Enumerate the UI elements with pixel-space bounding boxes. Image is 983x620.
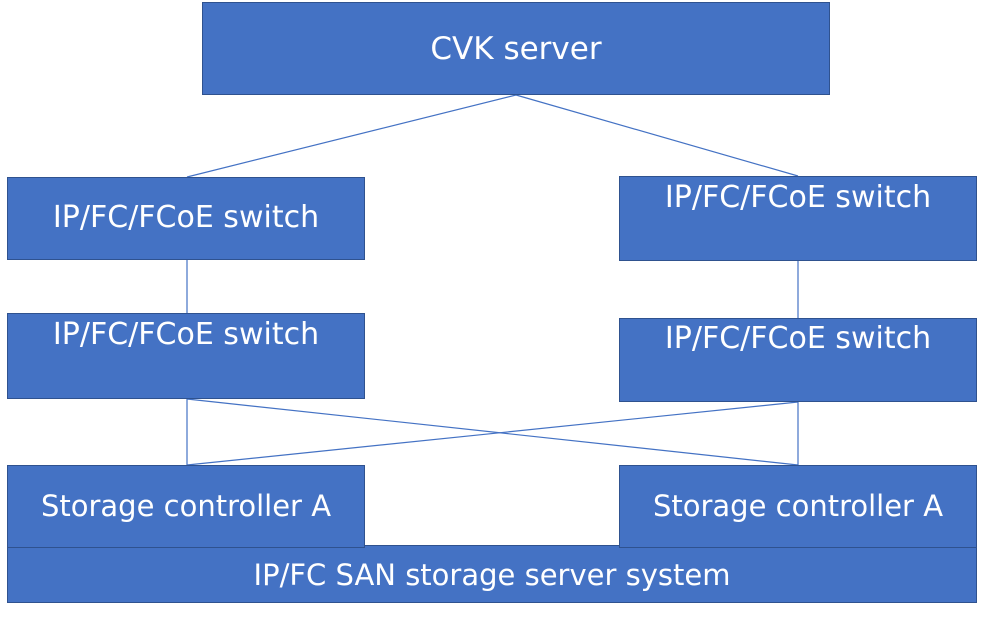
cvk-server-box: CVK server (202, 2, 830, 95)
switch-top-left-label: IP/FC/FCoE switch (52, 200, 320, 235)
switch-bottom-right: IP/FC/FCoE switch (619, 318, 977, 402)
link-cvk-to-top-left-switch (186, 94, 517, 178)
san-storage-system-box: IP/FC SAN storage server system (7, 545, 977, 603)
switch-top-right: IP/FC/FCoE switch (619, 176, 977, 261)
link-cvk-to-top-right-switch (515, 94, 799, 177)
link-right-switch-to-left-controller (186, 401, 799, 466)
storage-controller-left: Storage controller A (7, 465, 365, 548)
san-storage-system-label: IP/FC SAN storage server system (253, 558, 731, 592)
switch-top-right-label: IP/FC/FCoE switch (664, 180, 932, 215)
switch-bottom-left: IP/FC/FCoE switch (7, 313, 365, 399)
link-left-switch-to-right-controller (186, 398, 799, 466)
storage-controller-left-label: Storage controller A (40, 489, 332, 523)
storage-controller-right: Storage controller A (619, 465, 977, 548)
cvk-server-label: CVK server (430, 30, 602, 67)
storage-controller-right-label: Storage controller A (652, 489, 944, 523)
switch-top-left: IP/FC/FCoE switch (7, 177, 365, 260)
switch-bottom-left-label: IP/FC/FCoE switch (52, 317, 320, 352)
switch-bottom-right-label: IP/FC/FCoE switch (664, 321, 932, 356)
